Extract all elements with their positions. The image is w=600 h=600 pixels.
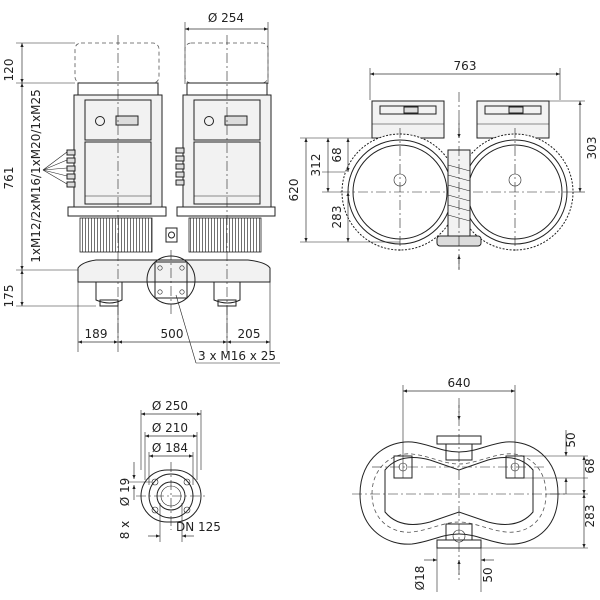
dim-68-label: 68 [330, 147, 344, 162]
right-fan-hood-outline [184, 42, 269, 84]
foot-view: 640 [352, 376, 597, 592]
top-view: 763 [287, 59, 599, 272]
dim-center-label: 500 [161, 327, 184, 341]
dim-210-label: Ø 210 [152, 421, 188, 435]
dim-68-foot-label: 68 [583, 458, 597, 473]
dim-50-top-label: 50 [564, 432, 578, 447]
front-vertical-dims: 120 761 175 [2, 42, 96, 308]
dim-303-label: 303 [585, 137, 599, 160]
changeover-valve [436, 92, 482, 272]
dim-640-label: 640 [448, 376, 471, 390]
dim-width-label: 763 [454, 59, 477, 73]
pump-body-plan [384, 457, 534, 525]
dim-top-diameter: Ø 254 [184, 11, 269, 84]
cable-glands-left [66, 149, 76, 188]
terminal-box-left [371, 100, 445, 139]
dim-top-diameter-label: Ø 254 [208, 11, 244, 25]
dn-callout: DN 125 [148, 503, 221, 542]
dim-18-label: Ø18 [413, 566, 427, 591]
cable-glands-right [175, 147, 185, 186]
foot-bottom-dims: Ø18 50 [413, 548, 495, 592]
cable-gland-label: 1xM12/2xM16/1xM20/1xM25 [29, 89, 43, 263]
dim-right-label: 205 [238, 327, 261, 341]
bolt-callout: 3 x M16 x 25 [175, 294, 280, 364]
dn-label: DN 125 [176, 520, 221, 534]
dim-base-height-label: 175 [2, 285, 16, 308]
pump-housing [77, 250, 271, 315]
front-view: Ø 254 [2, 11, 280, 364]
front-horizontal-dims: 189 500 205 [77, 282, 271, 352]
top-view-left-dims: 620 312 68 283 [287, 137, 400, 243]
dim-283-foot-label: 283 [583, 505, 597, 528]
cable-gland-callout: 1xM12/2xM16/1xM20/1xM25 [29, 89, 68, 263]
bolt-callout-label: 3 x M16 x 25 [198, 349, 276, 363]
flange-view: Ø 250 Ø 210 Ø 184 Ø 19 8 x [118, 399, 221, 542]
bolt-count-label: 8 x [118, 521, 132, 540]
dim-19-label: Ø 19 [118, 478, 132, 507]
dim-184-label: Ø 184 [152, 441, 188, 455]
flange-bolt-dims: Ø 19 8 x [118, 462, 152, 539]
dim-250-label: Ø 250 [152, 399, 188, 413]
flange-dims: Ø 250 Ø 210 Ø 184 [140, 399, 202, 485]
dim-283-label: 283 [330, 206, 344, 229]
dim-50-bottom-label: 50 [481, 567, 495, 582]
dim-left-label: 189 [85, 327, 108, 341]
left-fan-hood-outline [74, 42, 160, 84]
top-view-right-dims: 303 [549, 100, 599, 193]
dim-620-label: 620 [287, 179, 301, 202]
foot-right-dims: 50 68 283 [481, 430, 597, 549]
flange-drawing [136, 462, 206, 530]
coupling-housing [67, 206, 276, 253]
terminal-box-right [476, 100, 550, 139]
motor-top-right [455, 128, 575, 252]
dim-top-height-label: 120 [2, 59, 16, 82]
dim-total-height-label: 761 [2, 167, 16, 190]
dim-312-label: 312 [309, 154, 323, 177]
motor-top-left [340, 128, 460, 252]
